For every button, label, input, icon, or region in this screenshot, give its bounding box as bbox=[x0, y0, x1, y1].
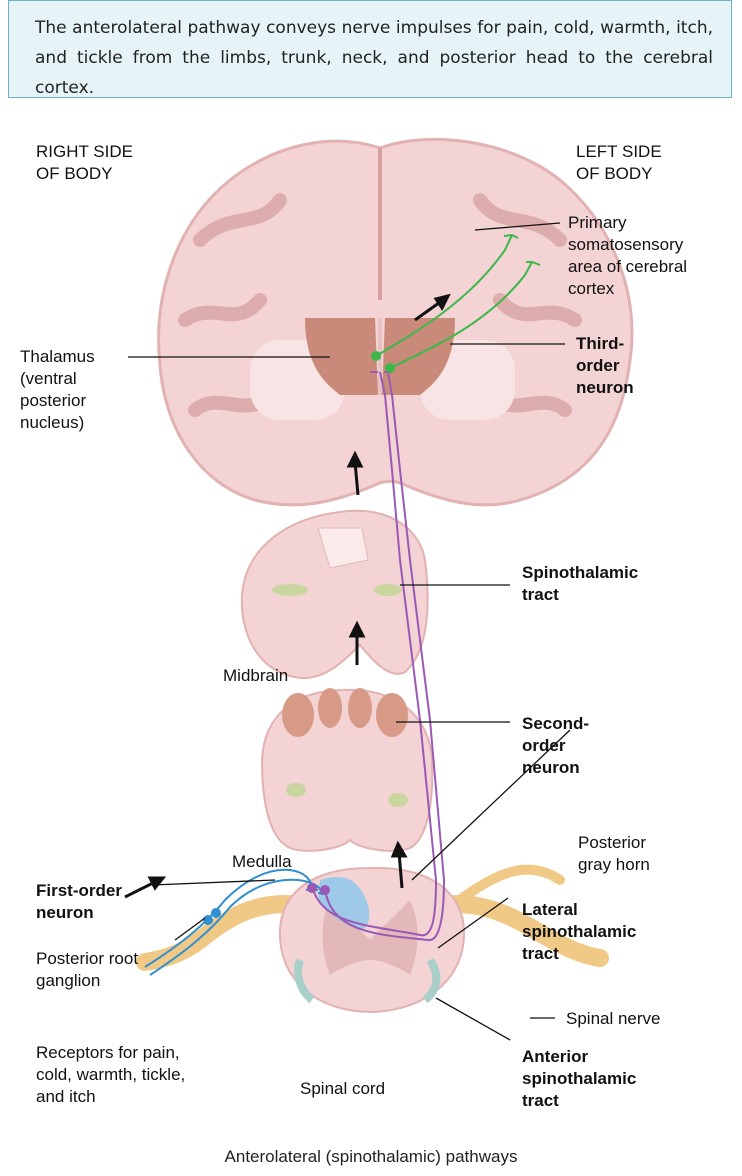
second-order-cell-1 bbox=[307, 883, 317, 893]
receptors-label: Receptors for pain, cold, warmth, tickle… bbox=[36, 1042, 185, 1108]
ganglion-cell-1 bbox=[203, 915, 213, 925]
left-root-branch bbox=[460, 870, 560, 900]
medulla-tract-left bbox=[388, 793, 408, 807]
arrow-head-receptors bbox=[150, 878, 163, 888]
medulla-section bbox=[262, 688, 432, 851]
posterior-gray-horn-label: Posterior gray horn bbox=[578, 832, 650, 876]
third-order-neuron-label: Third- order neuron bbox=[576, 333, 634, 399]
spinothalamic-tract-label: Spinothalamic tract bbox=[522, 562, 638, 606]
olive-1 bbox=[282, 693, 314, 737]
brain-section bbox=[159, 139, 632, 505]
left-side-label: LEFT SIDE OF BODY bbox=[576, 141, 662, 185]
leader-first-order bbox=[152, 880, 275, 885]
figure-caption: Anterolateral (spinothalamic) pathways bbox=[0, 1147, 742, 1167]
lateral-spinothalamic-label: Lateral spinothalamic tract bbox=[522, 899, 636, 965]
primary-somatosensory-label: Primary somatosensory area of cerebral c… bbox=[568, 212, 687, 300]
right-side-label: RIGHT SIDE OF BODY bbox=[36, 141, 133, 185]
third-order-cell-1 bbox=[371, 351, 381, 361]
medulla-label: Medulla bbox=[232, 851, 292, 873]
ganglion-cell-2 bbox=[211, 908, 221, 918]
midbrain-label: Midbrain bbox=[223, 665, 288, 687]
olive-3 bbox=[348, 688, 372, 728]
first-order-neuron-label: First-order neuron bbox=[36, 880, 122, 924]
second-order-neuron-label: Second- order neuron bbox=[522, 713, 589, 779]
thalamus-label: Thalamus (ventral posterior nucleus) bbox=[20, 346, 95, 434]
spinal-cord-label: Spinal cord bbox=[300, 1078, 385, 1100]
midbrain-tract-left bbox=[374, 584, 402, 596]
medulla-tract-right bbox=[286, 783, 306, 797]
spinal-nerve-right bbox=[145, 904, 300, 962]
second-order-cell-2 bbox=[320, 885, 330, 895]
third-order-cell-2 bbox=[385, 363, 395, 373]
olive-4 bbox=[376, 693, 408, 737]
anterior-spinothalamic-label: Anterior spinothalamic tract bbox=[522, 1046, 636, 1112]
spinal-nerve-label: Spinal nerve bbox=[566, 1008, 661, 1030]
olive-2 bbox=[318, 688, 342, 728]
midbrain-tract-right bbox=[272, 584, 308, 596]
leader-anterior bbox=[436, 998, 510, 1040]
midbrain-section bbox=[242, 511, 428, 678]
posterior-root-ganglion-label: Posterior root ganglion bbox=[36, 948, 138, 992]
